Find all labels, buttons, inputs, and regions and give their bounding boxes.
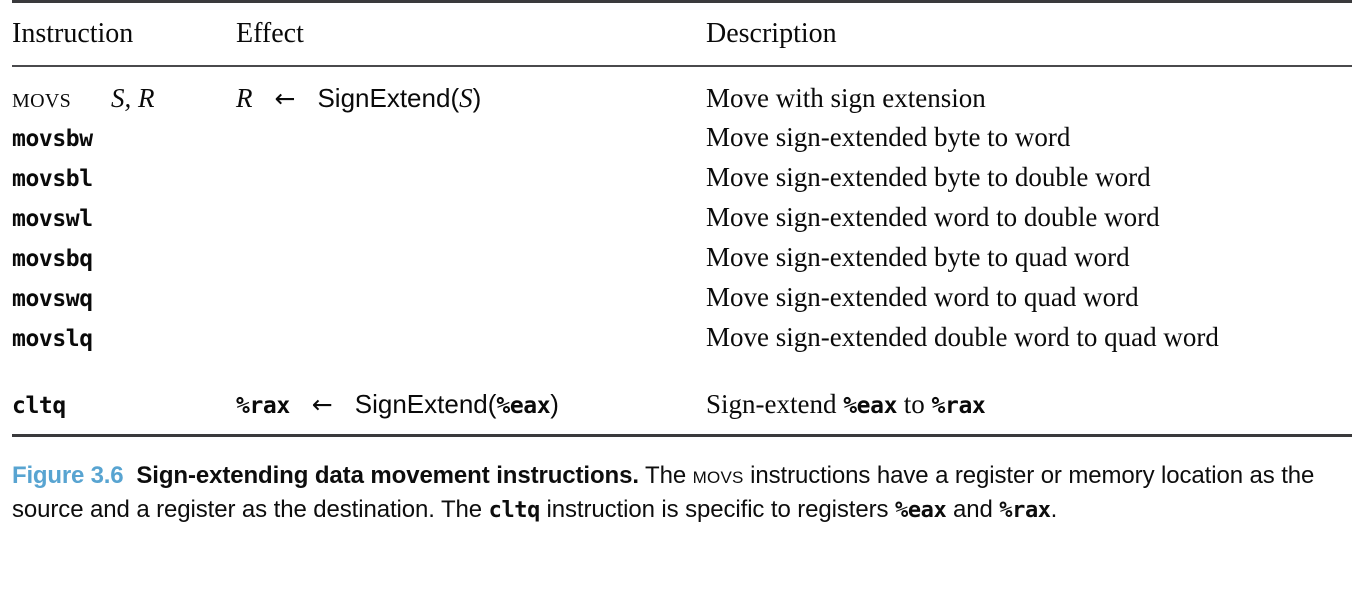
caption-body-5: .	[1050, 496, 1058, 523]
cltq-desc-middle: to	[897, 389, 932, 419]
left-arrow-icon: ←	[311, 390, 333, 419]
cell-description-movsbq: Move sign-extended byte to quad word	[706, 242, 1130, 272]
cell-instruction-movs: MOVS S, R	[12, 67, 236, 118]
mnemonic-movswl: movswl	[12, 206, 93, 232]
table-header: Instruction Effect Description	[12, 3, 1352, 65]
cltq-effect-dest: %rax	[236, 393, 290, 419]
cell-instruction-cltq: cltq	[12, 362, 236, 434]
table-row: movsbw Move sign-extended byte to word	[12, 118, 1352, 158]
caption-body-3: instruction is specific to registers	[539, 496, 895, 523]
cell-effect-empty	[236, 278, 706, 318]
mnemonic-movslq: movslq	[12, 326, 93, 352]
table-header-rule	[12, 65, 1352, 67]
mnemonic-cltq: cltq	[12, 393, 66, 419]
caption-body-4: and	[946, 496, 1000, 523]
caption-mono-eax: %eax	[894, 498, 947, 523]
table-row: movslq Move sign-extended double word to…	[12, 318, 1352, 362]
cell-effect-cltq: %rax ← SignExtend(%eax)	[236, 362, 706, 434]
left-arrow-icon: ←	[274, 84, 296, 113]
cell-instruction-movsbw: movsbw	[12, 118, 236, 158]
cell-description-movslq: Move sign-extended double word to quad w…	[706, 322, 1219, 352]
movs-effect-src: S	[459, 83, 473, 113]
instruction-table: Instruction Effect Description	[12, 3, 1352, 65]
column-header-instruction: Instruction	[12, 18, 134, 49]
cell-effect-empty	[236, 158, 706, 198]
caption-movs-smallcaps: MOVS	[692, 462, 744, 489]
table-row: movsbl Move sign-extended byte to double…	[12, 158, 1352, 198]
cell-effect-empty	[236, 238, 706, 278]
cell-description-movs: Move with sign extension	[706, 83, 986, 113]
caption-body-1: The	[645, 462, 693, 489]
table-row-cltq: cltq %rax←SignExtend(%eax) Sign-extend %…	[12, 362, 1352, 434]
table-row: movswl Move sign-extended word to double…	[12, 198, 1352, 238]
mnemonic-movswq: movswq	[12, 286, 93, 312]
caption-mono-rax: %rax	[999, 498, 1051, 523]
instruction-table-body: MOVSS, R R←SignExtend(S) Move with sign …	[12, 67, 1352, 434]
paren-close: )	[550, 389, 559, 419]
cell-instruction-movswq: movswq	[12, 278, 236, 318]
caption-figure-label: Figure 3.6	[12, 462, 124, 489]
mnemonic-movsbq: movsbq	[12, 246, 93, 272]
mnemonic-movsbw: movsbw	[12, 126, 93, 152]
table-row-movs: MOVS S, R R ← SignExtend(S) Move with sign …	[12, 67, 1352, 118]
paren-open: (	[450, 83, 460, 113]
cell-instruction-movsbl: movsbl	[12, 158, 236, 198]
cell-description-movsbl: Move sign-extended byte to double word	[706, 162, 1151, 192]
paren-open: (	[487, 389, 497, 419]
cell-effect-empty	[236, 118, 706, 158]
cltq-desc-prefix: Sign-extend	[706, 389, 844, 419]
header-row: Instruction Effect Description	[12, 3, 1352, 65]
cltq-effect-src: %eax	[496, 393, 551, 419]
cell-description-cltq: Sign-extend %eax to %rax	[706, 362, 1352, 434]
cltq-desc-src-reg: %eax	[843, 393, 898, 419]
caption-body-2: instructions have a register or memory l…	[12, 462, 1315, 523]
cltq-effect-fn: SignExtend	[354, 389, 488, 419]
cell-effect-movs: R ← SignExtend(S)	[236, 67, 706, 118]
column-header-effect: Effect	[236, 18, 304, 49]
cell-instruction-movsbq: movsbq	[12, 238, 236, 278]
movs-operands: S, R	[111, 83, 155, 113]
movs-effect-fn: SignExtend	[317, 83, 451, 113]
cell-description-movsbw: Move sign-extended byte to word	[706, 122, 1071, 152]
table-row: movsbq Move sign-extended byte to quad w…	[12, 238, 1352, 278]
cell-description-movswq: Move sign-extended word to quad word	[706, 282, 1139, 312]
movs-effect-dest: R	[236, 83, 253, 113]
cell-instruction-movslq: movslq	[12, 318, 236, 362]
cell-description-movswl: Move sign-extended word to double word	[706, 202, 1160, 232]
cell-instruction-movswl: movswl	[12, 198, 236, 238]
table-top-rule	[12, 0, 1352, 3]
table-row: movswq Move sign-extended word to quad w…	[12, 278, 1352, 318]
caption-title: Sign-extending data movement instruction…	[136, 462, 639, 489]
cell-effect-empty	[236, 198, 706, 238]
table-bottom-rule	[12, 434, 1352, 437]
paren-close: )	[472, 83, 482, 113]
column-header-description: Description	[706, 18, 837, 49]
movs-mnemonic: MOVS	[12, 83, 71, 114]
cltq-desc-dest-reg: %rax	[931, 393, 986, 419]
cell-effect-empty	[236, 318, 706, 362]
mnemonic-movsbl: movsbl	[12, 166, 93, 192]
caption-mono-cltq: cltq	[488, 498, 541, 523]
figure-caption: Figure 3.6 Sign-extending data movement i…	[12, 459, 1352, 528]
